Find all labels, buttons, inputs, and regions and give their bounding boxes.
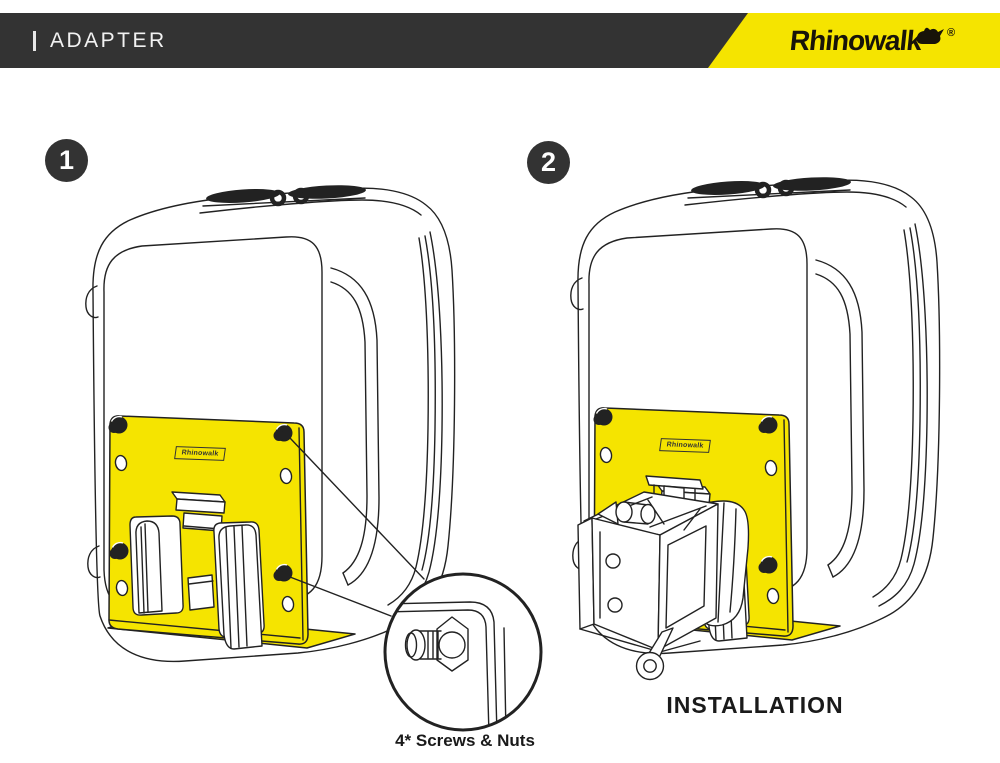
rhino-icon <box>916 27 945 44</box>
mount-bracket-drawing <box>577 475 750 681</box>
step-2-badge: 2 <box>527 141 570 184</box>
header-title-wrap: ADAPTER <box>33 13 167 68</box>
plate-logo-step1: Rhinowalk <box>174 446 226 461</box>
step-2-number: 2 <box>540 147 557 177</box>
title-separator <box>33 30 36 51</box>
bag-step1-drawing <box>86 183 455 661</box>
page-title: ADAPTER <box>50 28 167 52</box>
step-1-number: 1 <box>58 145 75 175</box>
magnifier-detail <box>383 572 543 732</box>
header-bar: ADAPTER Rhinowalk ® <box>0 13 1000 68</box>
installation-label: INSTALLATION <box>666 692 844 718</box>
leader-lines <box>289 437 425 617</box>
plate-logo-step2: Rhinowalk <box>659 438 711 453</box>
brand-flag: Rhinowalk ® <box>708 13 1000 68</box>
step-1-badge: 1 <box>45 139 88 182</box>
screws-note-label: 4* Screws & Nuts <box>395 731 535 750</box>
registered-mark: ® <box>947 26 956 39</box>
